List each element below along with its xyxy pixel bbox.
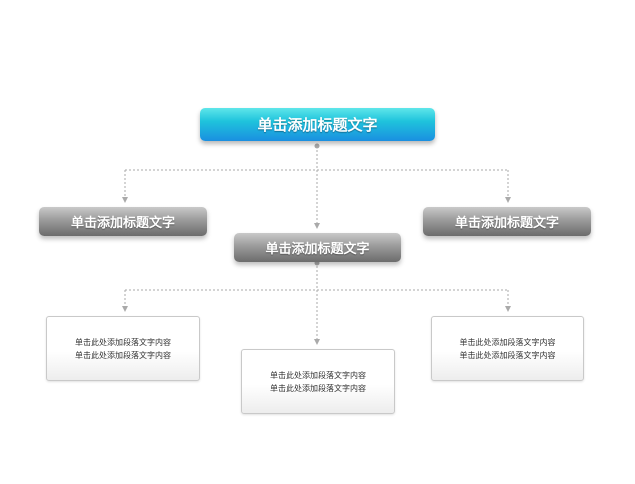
left-box-line-2: 单击此处添加段落文字内容	[75, 350, 171, 360]
left-box-line-1: 单击此处添加段落文字内容	[75, 337, 171, 347]
right-text-box[interactable]: 单击此处添加段落文字内容 单击此处添加段落文字内容	[431, 316, 584, 381]
right-title-node[interactable]: 单击添加标题文字	[423, 207, 591, 236]
center-text-box[interactable]: 单击此处添加段落文字内容 单击此处添加段落文字内容	[241, 349, 395, 414]
left-title-node[interactable]: 单击添加标题文字	[39, 207, 207, 236]
center-box-line-2: 单击此处添加段落文字内容	[270, 383, 366, 393]
top-title-node[interactable]: 单击添加标题文字	[200, 108, 435, 141]
top-title-label: 单击添加标题文字	[257, 116, 378, 134]
center-box-line-1: 单击此处添加段落文字内容	[270, 370, 366, 380]
junction-dot-top	[314, 143, 320, 149]
right-title-label: 单击添加标题文字	[454, 216, 559, 231]
left-title-label: 单击添加标题文字	[70, 216, 175, 231]
left-text-box[interactable]: 单击此处添加段落文字内容 单击此处添加段落文字内容	[46, 316, 200, 381]
right-box-line-1: 单击此处添加段落文字内容	[459, 337, 556, 347]
center-title-node[interactable]: 单击添加标题文字	[234, 233, 401, 262]
right-box-line-2: 单击此处添加段落文字内容	[459, 350, 556, 360]
center-title-label: 单击添加标题文字	[265, 242, 370, 257]
